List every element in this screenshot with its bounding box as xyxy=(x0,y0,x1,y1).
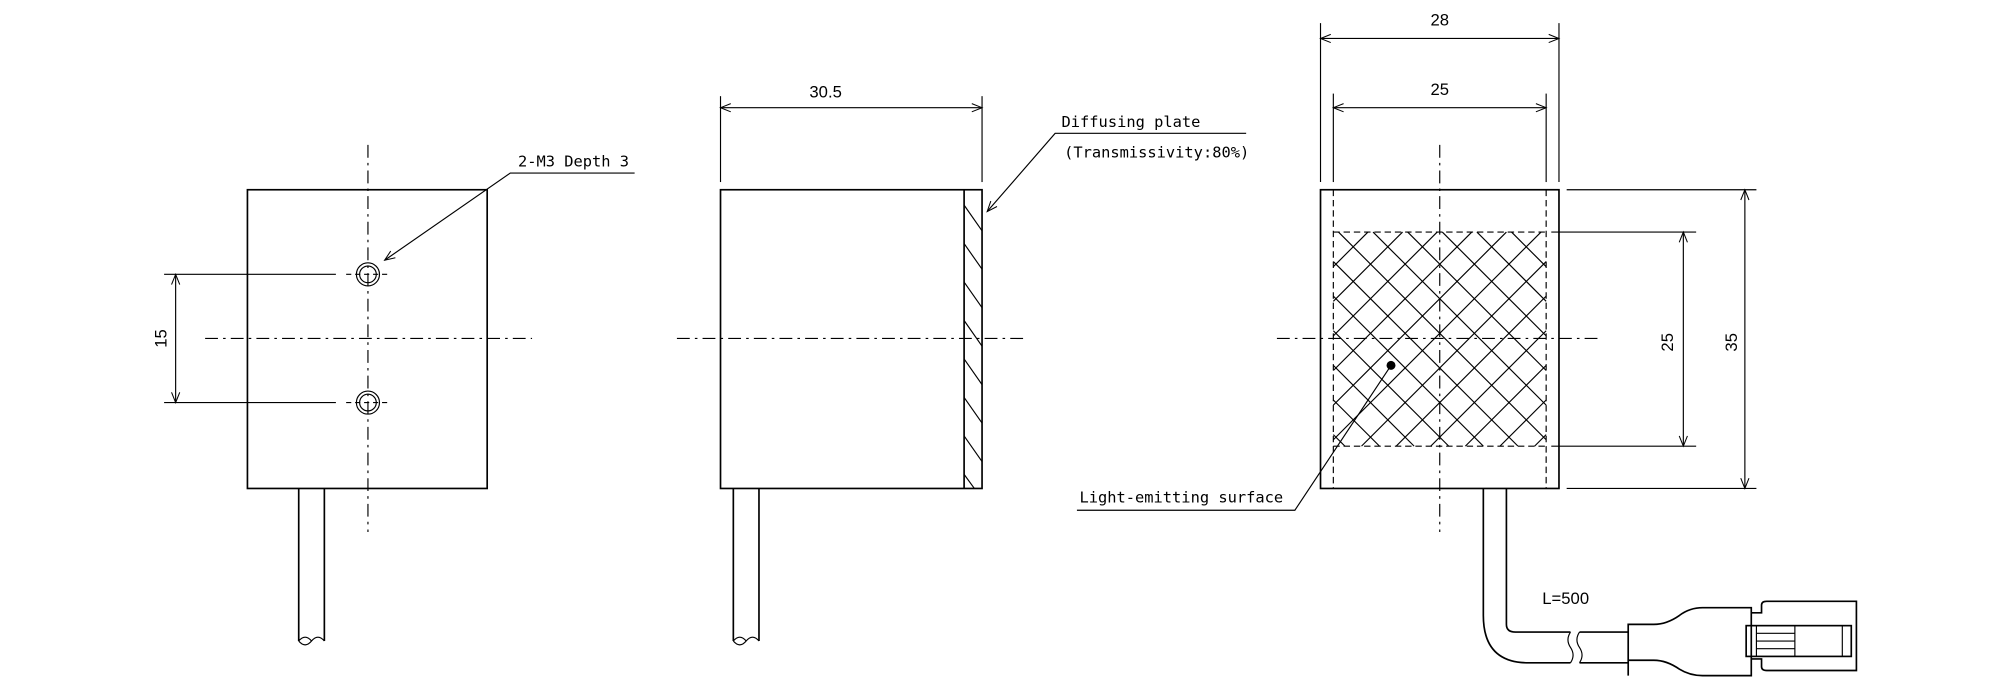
plate-leader xyxy=(986,132,1247,213)
front-cable xyxy=(1482,488,1629,664)
hatch-line xyxy=(1361,261,1547,447)
front-view: 28 25 25 35 Light-emitting surface xyxy=(1076,11,1858,677)
hatch-line xyxy=(1332,231,1369,268)
hatch-line xyxy=(1332,231,1473,371)
hatch-line xyxy=(1332,434,1346,447)
hatch-line xyxy=(1332,330,1450,447)
left-cable xyxy=(297,488,326,646)
hatch-line xyxy=(1430,330,1547,447)
connector xyxy=(1627,600,1858,677)
hole-callout: 2-M3 Depth 3 xyxy=(518,153,629,171)
cable-length: L=500 xyxy=(1542,589,1589,608)
outer-width-dim: 28 xyxy=(1430,11,1449,30)
plate-note: (Transmissivity:80%) xyxy=(1064,144,1249,162)
hole-callout-leader xyxy=(383,172,635,262)
hatch-line xyxy=(1407,231,1547,371)
hole-pitch-dim: 15 xyxy=(152,329,171,348)
hatch-line xyxy=(1332,261,1519,447)
plate-label: Diffusing plate xyxy=(1062,113,1201,131)
hatch-line xyxy=(1338,231,1547,441)
left-body xyxy=(246,188,489,490)
surface-label: Light-emitting surface xyxy=(1079,489,1283,507)
hatch-line xyxy=(1332,295,1484,447)
mounting-hole-bottom xyxy=(346,390,392,415)
hatch-line xyxy=(1534,434,1547,447)
hatch-line xyxy=(1332,231,1507,406)
left-view: 15 2-M3 Depth 3 xyxy=(152,144,635,646)
hatch-line xyxy=(1332,231,1542,441)
width-dim: 30.5 xyxy=(809,82,841,101)
hatch-line xyxy=(1499,399,1547,447)
mounting-hole-top xyxy=(346,262,392,287)
hatch-line xyxy=(1332,399,1380,447)
hatch-line xyxy=(1332,364,1415,447)
outer-height-dim: 35 xyxy=(1722,333,1741,352)
side-view: 30.5 Diffusing plate (Transmissivity:80%… xyxy=(676,82,1249,646)
hatch-line xyxy=(1395,295,1547,447)
hatch-line xyxy=(1332,231,1403,302)
surface-leader xyxy=(1076,365,1392,511)
inner-height-dim: 25 xyxy=(1658,333,1677,352)
side-cable xyxy=(732,488,760,646)
diffusing-plate-hatch xyxy=(963,204,983,489)
hatch-line xyxy=(1476,231,1547,302)
hatch-line xyxy=(1332,231,1438,337)
side-body xyxy=(719,188,983,490)
hatch-line xyxy=(1441,231,1547,337)
hatch-line xyxy=(1372,231,1547,406)
hatch-line xyxy=(1511,231,1547,268)
hatch-line xyxy=(1464,364,1547,447)
light-emitting-surface-hatch xyxy=(1332,231,1547,447)
inner-width-dim: 25 xyxy=(1430,80,1449,99)
